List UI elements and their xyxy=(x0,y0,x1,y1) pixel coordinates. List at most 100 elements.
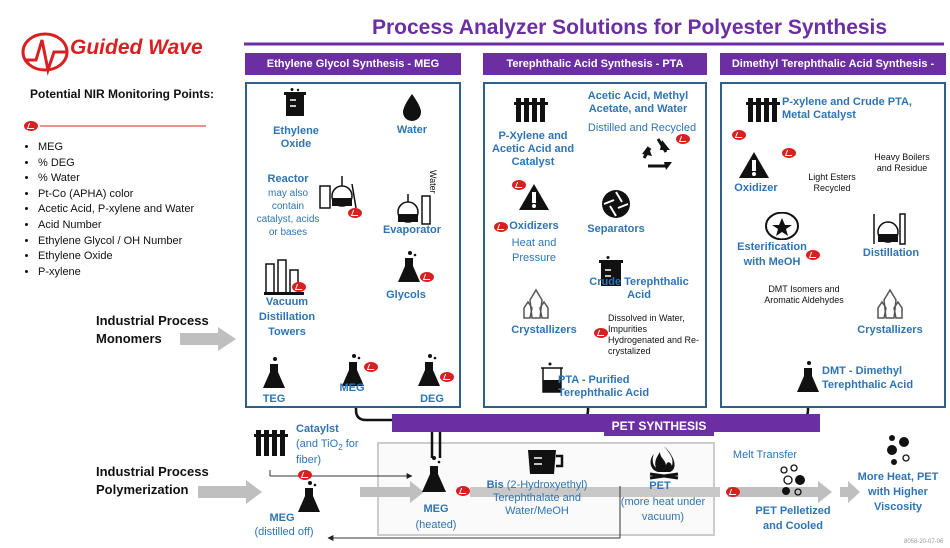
teg-flask-icon xyxy=(263,357,285,388)
polymerization-label: Industrial Process Polymerization xyxy=(96,464,209,497)
bis-label: Bis (2-Hydroxyethyl) Terephthalate and W… xyxy=(486,479,588,517)
fire-icon xyxy=(649,446,679,480)
water-label: Water xyxy=(396,124,428,136)
meg-flask-icon xyxy=(342,354,364,386)
meg-label: MEG xyxy=(339,382,365,394)
dmt-panel xyxy=(720,82,946,408)
distillation-icon xyxy=(873,213,906,245)
monitoring-item: % Water xyxy=(38,171,224,187)
reactor-label: Reactor xyxy=(267,173,309,185)
monitoring-item: Acid Number xyxy=(38,218,224,234)
recycle-title-label: Acetic Acid, Methyl Acetate, and Water xyxy=(587,90,689,115)
pelletized-label: PET Pelletized and Cooled xyxy=(755,505,831,532)
dmt-oxidizer-icon xyxy=(739,152,769,178)
distillation-label: Distillation xyxy=(862,247,920,259)
meg-badge-icon xyxy=(364,362,378,372)
esterification-label: Esterification with MeOH xyxy=(737,241,807,268)
monitoring-heading: Potential NIR Monitoring Points: xyxy=(30,87,214,101)
dmt-crystal-icon xyxy=(877,288,903,319)
dmt-panel-header: Dimethyl Terephthalic Acid Synthesis - D… xyxy=(720,53,946,92)
separator-aperture-icon xyxy=(602,190,630,218)
dmt-oxidizer-badge-icon xyxy=(782,148,796,158)
test-tubes-icon xyxy=(514,98,548,122)
oxidizers-note: Heat and Pressure xyxy=(511,237,557,264)
dmt-feed-badge-icon xyxy=(732,130,746,140)
esterification-badge-icon xyxy=(806,250,820,260)
crude-beaker-icon xyxy=(599,256,623,286)
meg-distilled-flask-icon xyxy=(298,481,320,512)
monitoring-item: % DEG xyxy=(38,156,224,172)
pta-panel-header: Terephthalic Acid Synthesis - PTA xyxy=(483,53,707,75)
dmt-feed-label: P-xylene and Crude PTA, Metal Catalyst xyxy=(782,96,912,121)
ethylene-oxide-label: Ethylene Oxide xyxy=(273,125,319,150)
final-label: More Heat, PET with Higher Viscosity xyxy=(857,471,939,513)
pet-label: PET xyxy=(649,480,671,492)
nir-badge-icon xyxy=(24,121,38,131)
dmt-oxidizer-label: Oxidizer xyxy=(734,182,778,194)
melt-transfer-label: Melt Transfer xyxy=(732,449,798,461)
isomers-note: DMT Isomers and Aromatic Aldehydes xyxy=(764,284,844,305)
beaker-icon xyxy=(284,88,306,116)
meg-heated-label: MEG xyxy=(423,503,449,515)
vacuum-label: Vacuum Distillation Towers xyxy=(258,296,316,338)
catalyst-note: (and TiO2 for fiber) xyxy=(296,438,359,467)
evaporator-icon xyxy=(397,194,431,225)
logo-text: Guided Wave xyxy=(70,36,203,59)
pet-synthesis-header: PET SYNTHESIS xyxy=(604,416,714,436)
recycle-icon xyxy=(642,138,672,170)
pta-feed-label: P-Xylene and Acetic Acid and Catalyst xyxy=(491,130,575,168)
measuring-cup-icon xyxy=(528,450,564,474)
melt-transfer-badge-icon xyxy=(726,487,740,497)
esterification-icon xyxy=(765,212,799,240)
glycols-badge-icon xyxy=(420,272,434,282)
meg-heated-badge-icon xyxy=(456,486,470,496)
teg-label: TEG xyxy=(262,393,286,405)
evaporator-label: Evaporator xyxy=(382,224,442,236)
monitoring-item: Acetic Acid, P-xylene and Water xyxy=(38,202,224,218)
meg-panel-header: Ethylene Glycol Synthesis - MEG xyxy=(245,53,461,75)
footer-code: 8058-20-07-06 xyxy=(904,539,944,545)
pet-note: (more heat under vacuum) xyxy=(620,496,706,523)
reactor-badge-icon xyxy=(348,208,362,218)
page-title: Process Analyzer Solutions for Polyester… xyxy=(372,16,888,39)
dmt-test-tubes-icon xyxy=(746,98,780,122)
crystal-icon xyxy=(523,288,549,319)
light-esters-note: Light Esters Recycled xyxy=(808,172,856,193)
high-viscosity-pellets-icon xyxy=(887,435,910,465)
meg-distilled-label: MEG xyxy=(269,512,295,524)
oxidizer-warning-icon xyxy=(519,184,549,210)
dissolved-badge-icon xyxy=(594,328,608,338)
meg-heated-flask-icon xyxy=(422,456,446,492)
logo: Guided Wave xyxy=(20,30,220,80)
deg-badge-icon xyxy=(440,372,454,382)
recycle-badge-icon xyxy=(676,134,690,144)
dmt-crystallizers-label: Crystallizers xyxy=(857,324,923,336)
recycle-note-label: Distilled and Recycled xyxy=(587,122,697,134)
dissolved-note: Dissolved in Water, Impurities Hydrogena… xyxy=(608,313,700,356)
glycols-label: Glycols xyxy=(386,289,426,301)
oxidizers-badge-icon xyxy=(494,222,508,232)
monitoring-list: MEG% DEG% WaterPt-Co (APHA) colorAcetic … xyxy=(24,140,224,280)
catalyst-label: Cataylst xyxy=(296,423,339,435)
monitoring-items: MEG% DEG% WaterPt-Co (APHA) colorAcetic … xyxy=(24,140,224,280)
crude-label: Crude Terephthalic Acid xyxy=(589,276,689,301)
monitoring-item: Pt-Co (APHA) color xyxy=(38,187,224,203)
dmt-flask-icon xyxy=(797,361,819,392)
meg-heated-note: (heated) xyxy=(415,519,457,531)
pta-panel xyxy=(483,82,707,408)
deg-flask-icon xyxy=(418,354,440,386)
reactor-note: may also contain catalyst, acids or base… xyxy=(256,188,320,238)
catalyst-tubes-icon xyxy=(254,430,288,456)
monomers-label: Industrial Process Monomers xyxy=(96,313,209,346)
reactor-icon xyxy=(319,176,357,209)
pellets-icon xyxy=(780,464,805,496)
logo-wave-icon xyxy=(21,32,69,76)
heavy-boilers-note: Heavy Boilers and Residue xyxy=(874,152,930,173)
pta-crystallizers-label: Crystallizers xyxy=(511,324,577,336)
dmt-label: DMT - Dimethyl Terephthalic Acid xyxy=(822,365,914,391)
separators-label: Separators xyxy=(587,223,645,235)
meg-panel xyxy=(245,82,461,408)
meg-distilled-badge-icon xyxy=(298,470,312,480)
vacuum-badge-icon xyxy=(292,282,306,292)
